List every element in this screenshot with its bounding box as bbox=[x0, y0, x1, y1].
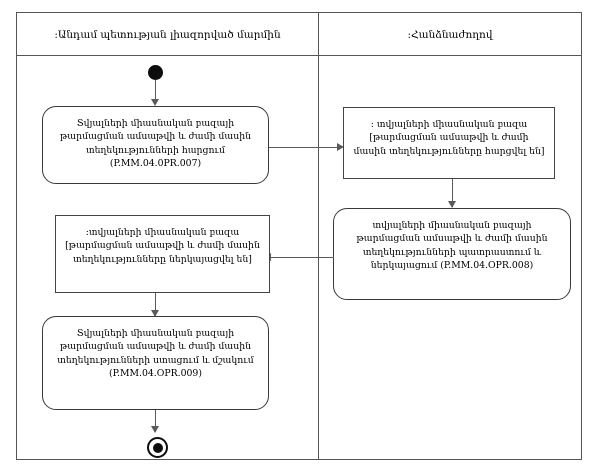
object-node-info-presented[interactable]: :տվյալների միասնական բազա [թարմացման ամս… bbox=[55, 215, 270, 293]
arrowhead-object-presented-to-action-009 bbox=[151, 310, 159, 317]
swimlane-header-commission: :Հանձնաժողով bbox=[407, 28, 493, 41]
action-node-receive-and-process-info-label: Տվյալների միասնական բազայի թարմացման ամս… bbox=[57, 328, 254, 380]
arrowhead-object-requested-to-action-008 bbox=[448, 201, 456, 208]
object-node-info-presented-label: :տվյալների միասնական բազա [թարմացման ամս… bbox=[65, 227, 260, 265]
final-node bbox=[147, 437, 168, 458]
initial-node bbox=[148, 65, 163, 80]
edge-action-008-to-object-presented bbox=[270, 257, 334, 259]
arrowhead-action-007-to-object-requested bbox=[337, 143, 344, 151]
edge-start-to-action-007 bbox=[155, 80, 157, 104]
object-node-info-requested-label: : տվյալների միասնական բազա [թարմացման ամ… bbox=[353, 119, 545, 157]
action-node-prepare-and-submit-info-label: տվյալների միասնական բազայի թարմացման ամս… bbox=[356, 220, 548, 272]
edge-object-presented-to-action-009 bbox=[155, 293, 157, 316]
swimlane-vertical-divider bbox=[318, 12, 319, 460]
object-node-info-requested[interactable]: : տվյալների միասնական բազա [թարմացման ամ… bbox=[343, 107, 555, 179]
edge-action-009-to-end bbox=[155, 410, 157, 432]
action-node-receive-and-process-info[interactable]: Տվյալների միասնական բազայի թարմացման ամս… bbox=[42, 316, 269, 410]
edge-object-requested-to-action-008 bbox=[452, 179, 454, 207]
action-node-prepare-and-submit-info[interactable]: տվյալների միասնական բազայի թարմացման ամս… bbox=[333, 208, 571, 300]
arrowhead-start-to-action-007 bbox=[151, 99, 159, 106]
swimlane-header-divider bbox=[16, 55, 582, 56]
swimlane-header-member-state: :Անդամ պետության լիազորված մարմին bbox=[54, 28, 281, 41]
arrowhead-action-009-to-end bbox=[151, 426, 159, 433]
action-node-request-update-info[interactable]: Տվյալների միասնական բազայի թարմացման ամս… bbox=[42, 106, 269, 184]
action-node-request-update-info-label: Տվյալների միասնական բազայի թարմացման ամս… bbox=[59, 118, 252, 170]
edge-action-007-to-object-requested bbox=[269, 147, 341, 149]
